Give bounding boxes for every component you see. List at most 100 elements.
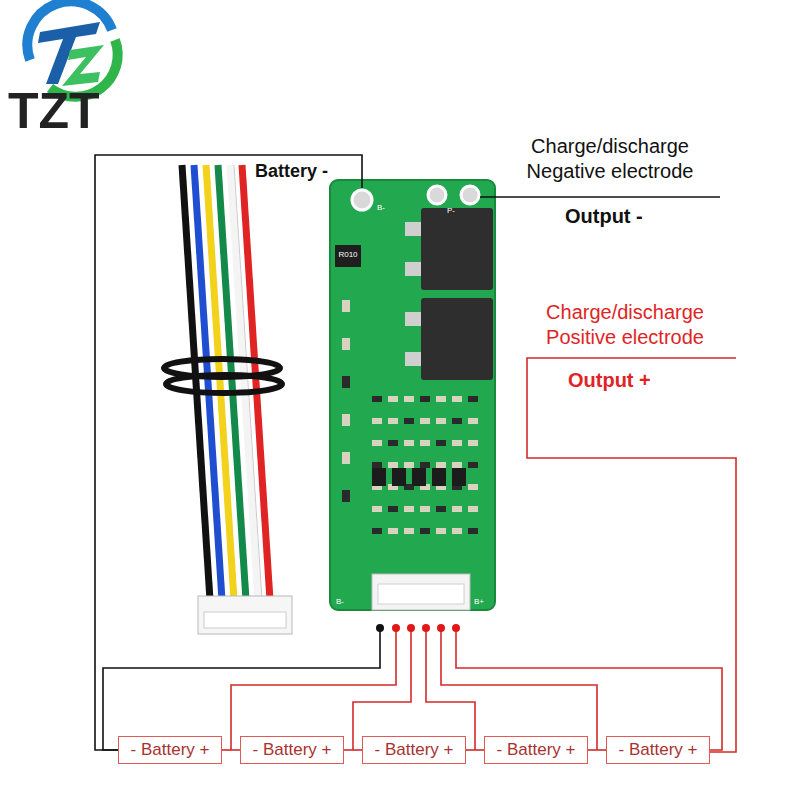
pcb-board-part — [405, 222, 421, 236]
connector-pins-part — [392, 624, 400, 632]
connector-pins-part — [422, 624, 430, 632]
smd-part — [420, 418, 430, 424]
pcb-board-part — [405, 312, 421, 326]
ic-chip — [432, 468, 446, 486]
terminal-note: Charge/discharge Negative electrode — [505, 134, 715, 184]
smd-part — [342, 414, 350, 426]
ic-chip — [452, 468, 466, 486]
smd-part — [468, 418, 478, 424]
battery-cell: - Battery + — [362, 736, 466, 764]
smd-part — [468, 484, 478, 490]
ic-chip — [372, 468, 386, 486]
series-link — [588, 749, 606, 751]
wiring-part — [480, 196, 720, 198]
smd-part — [420, 440, 430, 446]
smd-part — [404, 506, 414, 512]
logo-mark — [27, 1, 117, 96]
terminal-note: Charge/discharge Positive electrode — [520, 300, 730, 350]
smd-part — [420, 462, 430, 468]
smd-part — [436, 396, 446, 402]
series-link — [222, 749, 240, 751]
silk-label: P- — [447, 207, 455, 215]
pcb-board-part — [372, 574, 470, 610]
smd-part — [372, 528, 382, 534]
series-link — [344, 749, 362, 751]
pcb-board-part — [461, 186, 479, 204]
smd-part — [420, 528, 430, 534]
connector-pins-part — [407, 624, 415, 632]
connector-pins-part — [376, 624, 384, 632]
smd-part — [436, 528, 446, 534]
smd-part — [436, 506, 446, 512]
pcb-board-part — [378, 584, 464, 604]
silk-label: B+ — [474, 598, 484, 606]
smd-part — [372, 418, 382, 424]
smd-part — [372, 440, 382, 446]
smd-part — [388, 418, 398, 424]
smd-part — [404, 418, 414, 424]
cell-label: - Battery + — [253, 740, 332, 760]
smd-part — [452, 528, 462, 534]
smd-part — [452, 418, 462, 424]
smd-part — [420, 506, 430, 512]
smd-part — [468, 528, 478, 534]
wiring-part — [353, 628, 411, 750]
ic-chip — [392, 468, 406, 486]
smd-part — [388, 440, 398, 446]
smd-part — [342, 490, 350, 502]
cell-label: - Battery + — [375, 740, 454, 760]
smd-part — [404, 462, 414, 468]
smd-part — [342, 338, 350, 350]
smd-part — [452, 440, 462, 446]
cell-label: - Battery + — [131, 740, 210, 760]
smd-part — [452, 462, 462, 468]
wire-harness-part — [204, 612, 286, 628]
smd-part — [372, 506, 382, 512]
silk-label: B- — [377, 204, 385, 212]
pcb-board-part — [405, 352, 421, 366]
cell-label: - Battery + — [619, 740, 698, 760]
series-link — [466, 749, 484, 751]
smd-part — [388, 528, 398, 534]
wiring-part — [527, 358, 736, 752]
wiring-part — [426, 628, 475, 750]
pcb-board — [330, 180, 495, 610]
pcb-board-part — [421, 298, 493, 380]
smd-part — [388, 462, 398, 468]
smd-part — [436, 418, 446, 424]
wire-harness-part — [166, 375, 282, 393]
smd-part — [468, 396, 478, 402]
smd-part — [468, 506, 478, 512]
smd-part — [342, 376, 350, 388]
pcb-board-part — [330, 180, 495, 610]
wiring-part — [456, 628, 722, 750]
pcb-board-part — [335, 245, 361, 267]
terminal-label: Output + — [568, 368, 651, 393]
pcb-board-part — [405, 262, 421, 276]
pcb-board-part — [421, 208, 493, 290]
smd-part — [372, 462, 382, 468]
smd-part — [372, 396, 382, 402]
part-marking: R010 — [335, 251, 361, 259]
connector-pins — [376, 624, 460, 632]
smd-part — [420, 396, 430, 402]
smd-part — [404, 440, 414, 446]
wire-harness-part — [198, 596, 292, 634]
smd-part — [404, 396, 414, 402]
terminal-label: Output - — [565, 204, 643, 229]
connector-pins-part — [452, 624, 460, 632]
wire-harness-part — [242, 165, 270, 600]
wiring-part — [441, 628, 597, 750]
terminal-label: Battery - — [255, 160, 328, 183]
smd-part — [342, 452, 350, 464]
wiring-part — [231, 628, 396, 750]
brand-logo-text: TZT — [8, 86, 100, 136]
battery-cell: - Battery + — [484, 736, 588, 764]
smd-part — [468, 440, 478, 446]
pcb-board-part — [428, 186, 446, 204]
smd-part — [404, 528, 414, 534]
smd-part — [436, 440, 446, 446]
